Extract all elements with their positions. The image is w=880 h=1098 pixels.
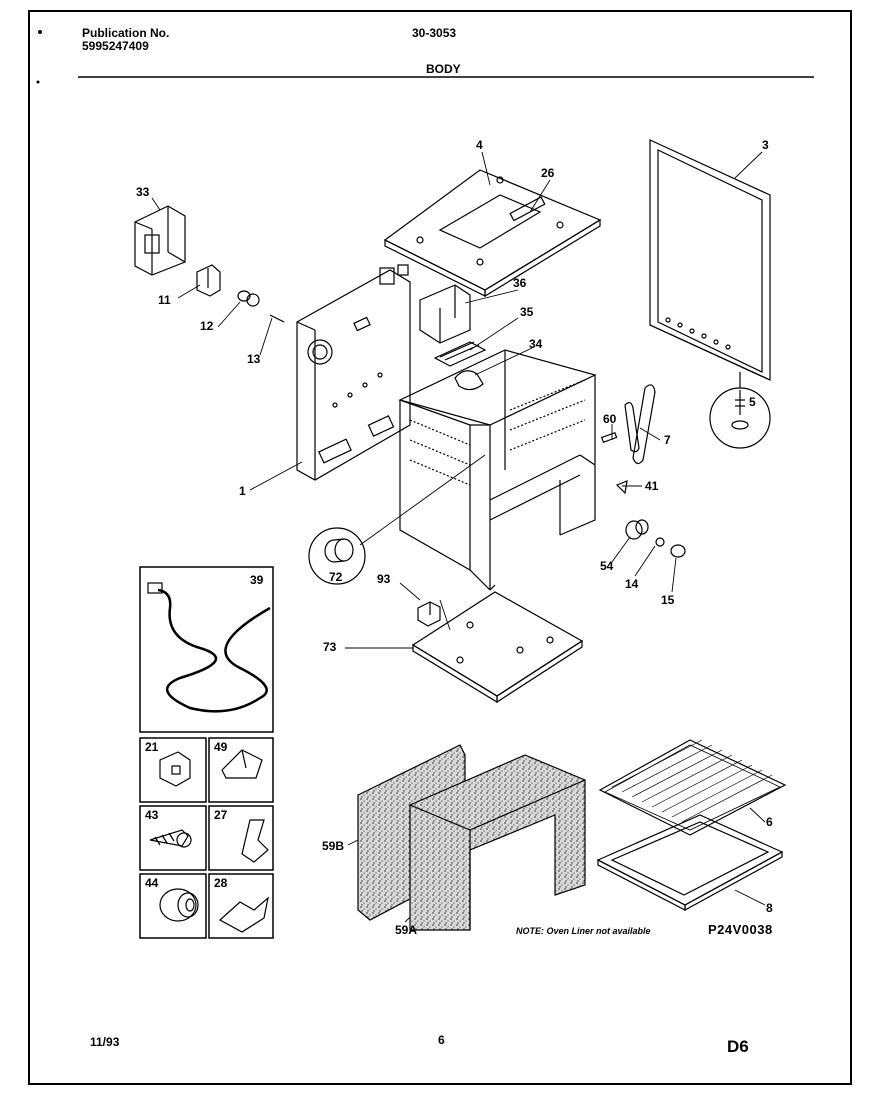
callout-8: 8 xyxy=(766,901,773,915)
power-cord-part xyxy=(157,588,271,713)
bushing-72-part xyxy=(308,527,366,585)
publication-number: 5995247409 xyxy=(82,39,149,53)
callout-39: 39 xyxy=(250,573,264,587)
callout-27: 27 xyxy=(214,808,228,822)
stray-mark xyxy=(36,80,40,84)
insulation-59a-part xyxy=(409,754,586,931)
callout-12: 12 xyxy=(200,319,214,333)
callout-3: 3 xyxy=(762,138,769,152)
small-parts-boxes xyxy=(139,566,274,939)
model-number: 30-3053 xyxy=(412,26,457,40)
clip-41-part xyxy=(615,480,628,495)
vent-duct-part xyxy=(419,284,471,344)
callout-13: 13 xyxy=(247,352,261,366)
callout-34: 34 xyxy=(529,337,543,351)
footer-date: 11/93 xyxy=(90,1035,120,1049)
footer-section-code: D6 xyxy=(727,1037,749,1056)
vent-clip-part xyxy=(454,370,484,391)
callout-28: 28 xyxy=(214,876,228,890)
callout-11: 11 xyxy=(158,293,171,307)
callout-35: 35 xyxy=(520,305,534,319)
vent-grate-part xyxy=(433,341,487,367)
callout-6: 6 xyxy=(766,815,773,829)
part-21-clip xyxy=(159,751,191,787)
callout-26: 26 xyxy=(541,166,555,180)
diagram-code: P24V0038 xyxy=(708,922,773,937)
callout-60: 60 xyxy=(603,412,617,426)
callout-1: 1 xyxy=(239,484,246,498)
plug-part xyxy=(147,582,163,594)
callout-49: 49 xyxy=(214,740,228,754)
callout-5: 5 xyxy=(749,395,756,409)
part-28-clip xyxy=(218,896,269,933)
switch-93-part xyxy=(417,601,441,627)
range-body-frame-part xyxy=(398,349,597,591)
callout-43: 43 xyxy=(145,808,159,822)
callout-41: 41 xyxy=(645,479,659,493)
callout-36: 36 xyxy=(513,276,527,290)
callout-72: 72 xyxy=(329,570,343,584)
callout-14: 14 xyxy=(625,577,639,591)
callout-93: 93 xyxy=(377,572,391,586)
callout-59b: 59B xyxy=(322,839,345,853)
knob-parts xyxy=(625,519,686,558)
bottom-panel-part xyxy=(411,591,584,704)
callout-73: 73 xyxy=(323,640,337,654)
callout-59a: 59A xyxy=(395,923,418,937)
callout-15: 15 xyxy=(661,593,675,607)
bracket-11-part xyxy=(196,264,221,297)
callout-7: 7 xyxy=(664,433,671,447)
callout-21: 21 xyxy=(145,740,159,754)
section-title: BODY xyxy=(426,62,461,76)
callout-33: 33 xyxy=(136,185,150,199)
top-panel-part xyxy=(383,169,602,298)
part-44-grommet xyxy=(159,888,199,922)
broil-pan-part xyxy=(596,814,784,912)
part-43-screw xyxy=(149,829,192,848)
part-49-bracket xyxy=(221,749,263,779)
back-panel-part xyxy=(296,264,411,481)
part-27-clip xyxy=(241,819,269,863)
liner-note: NOTE: Oven Liner not available xyxy=(516,926,651,936)
stray-mark xyxy=(38,30,42,34)
grommet-12-part xyxy=(237,290,260,307)
side-panel-part xyxy=(649,139,771,381)
callout-leader-lines xyxy=(151,151,766,923)
leveling-leg-part xyxy=(709,372,771,449)
hinge-pin-part xyxy=(600,431,618,443)
footer-page-number: 6 xyxy=(438,1033,445,1047)
door-hinge-part xyxy=(624,384,656,465)
junction-box-part xyxy=(134,205,186,276)
callout-54: 54 xyxy=(600,559,614,573)
callout-44: 44 xyxy=(145,876,159,890)
publication-label: Publication No. xyxy=(82,26,170,40)
screw-13-part xyxy=(269,314,285,323)
oven-rack-part xyxy=(598,739,787,836)
callout-4: 4 xyxy=(476,138,483,152)
